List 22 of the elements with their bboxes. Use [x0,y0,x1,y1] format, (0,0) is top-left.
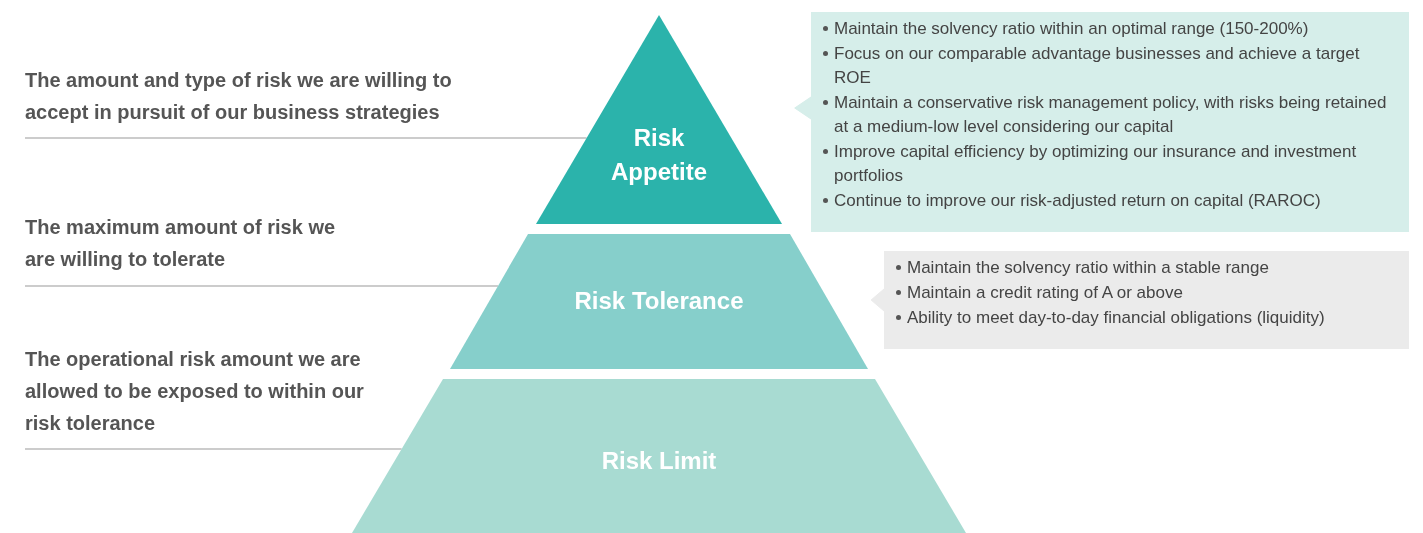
bullet-item: Focus on our comparable advantage businesses and achieve a target ROE [834,43,1361,89]
tier-label: Risk Appetite [610,123,708,187]
bullet-item: Maintain a conservative risk management policy, with risks being retained at a medium-low level considering our capital [834,92,1388,138]
leader-line [24,137,588,139]
bullet-item: Improve capital efficiency by optimizing our insurance and investment portfolios [834,141,1358,187]
description-text: The amount and type of risk we are willing to accept in pursuit of our business strategies [25,64,515,128]
bullet-item: Ability to meet day-to-day financial obligations (liquidity) [907,307,1325,329]
bullet-item: Continue to improve our risk-adjusted return on capital (RAROC) [834,190,1321,212]
callout-box [811,12,1409,232]
bullet-item: Maintain the solvency ratio within a stable range [907,257,1269,279]
leader-line [24,285,499,287]
bullet-item: Maintain the solvency ratio within an optimal range (150-200%) [834,18,1309,40]
callout-box [884,251,1409,349]
pyramid-tier [450,234,868,369]
description-text: The operational risk amount we are allowed to be exposed to within our risk tolerance [25,343,375,439]
pyramid-tier [536,15,782,224]
description-text: The maximum amount of risk we are willing to tolerate [25,211,355,275]
tier-label: Risk Limit [601,446,717,476]
tier-label: Risk Tolerance [574,286,744,316]
leader-line [24,448,403,450]
bullet-item: Maintain a credit rating of A or above [907,282,1183,304]
pointer-arrow [794,96,812,120]
